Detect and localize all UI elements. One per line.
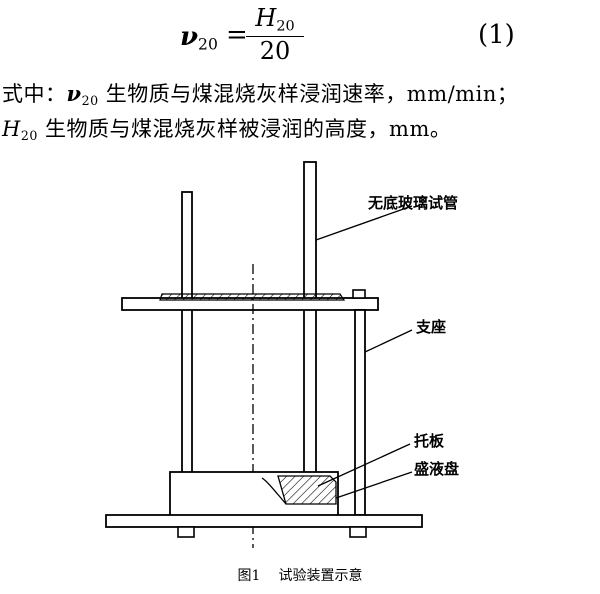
foot-right	[349, 526, 367, 538]
figure-caption: 图1 试验装置示意	[0, 565, 600, 585]
upper-plate-knob	[352, 289, 366, 299]
caption-text: 试验装置示意	[278, 568, 363, 584]
support-post	[354, 309, 366, 516]
label-liquid-dish: 盛液盘	[414, 460, 460, 478]
formula-equals: =	[226, 20, 248, 50]
caption-number: 图1	[237, 568, 261, 584]
base-plate	[105, 514, 423, 528]
apparatus-diagram	[105, 161, 423, 548]
leader-glass-tube	[315, 205, 413, 241]
dish-cavity	[261, 477, 287, 505]
leader-tray	[317, 443, 411, 487]
label-support: 支座	[416, 318, 447, 336]
foot-left	[177, 526, 195, 538]
equation-number: (1)	[478, 20, 515, 50]
formula: ν20 = H20 20 (1)	[0, 0, 600, 72]
glass-tube	[303, 161, 317, 493]
label-glass-tube: 无底玻璃试管	[368, 194, 459, 212]
formula-numerator: H20	[246, 4, 304, 38]
formula-lhs: ν20	[180, 22, 218, 54]
label-tray: 托板	[414, 432, 445, 450]
formula-denominator: 20	[259, 37, 291, 66]
leader-dish	[335, 471, 413, 499]
upper-plate-hatch	[159, 293, 346, 301]
formula-fraction: H20 20	[246, 4, 304, 65]
tray-hatch	[277, 475, 337, 505]
leader-support	[364, 329, 413, 353]
definition-line-2: H20 生物质与煤混烧灰样被浸润的高度，mm。	[2, 117, 452, 143]
definition-line-1: 式中：ν20 生物质与煤混烧灰样浸润速率，mm/min；	[2, 81, 519, 108]
